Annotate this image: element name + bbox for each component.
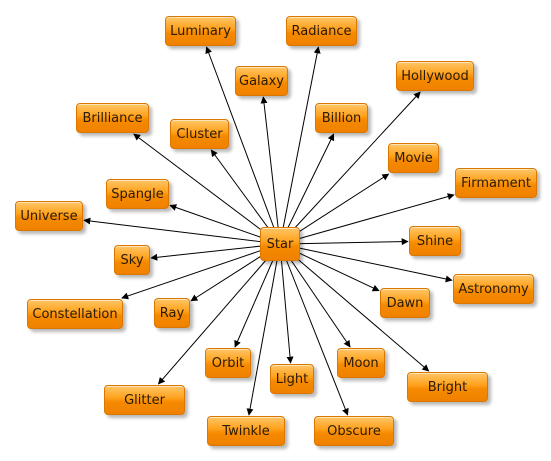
edge-star-to-firmament xyxy=(295,193,455,240)
node-orbit[interactable]: Orbit xyxy=(205,348,251,378)
node-spangle[interactable]: Spangle xyxy=(106,179,169,209)
edge-star-to-spangle xyxy=(169,204,265,239)
node-light[interactable]: Light xyxy=(270,364,314,394)
node-glitter[interactable]: Glitter xyxy=(104,385,185,415)
edge-star-to-sky xyxy=(150,245,265,261)
node-universe[interactable]: Universe xyxy=(15,201,83,231)
node-cluster[interactable]: Cluster xyxy=(170,119,229,149)
node-moon[interactable]: Moon xyxy=(337,348,385,378)
edge-star-to-glitter xyxy=(157,256,270,385)
edge-star-to-bright xyxy=(294,256,430,372)
edge-star-to-astronomy xyxy=(295,246,453,283)
node-ray[interactable]: Ray xyxy=(154,298,190,328)
node-brilliance[interactable]: Brilliance xyxy=(76,103,149,133)
node-star[interactable]: Star xyxy=(260,227,300,261)
edge-star-to-radiance xyxy=(282,46,321,232)
node-twinkle[interactable]: Twinkle xyxy=(207,416,285,446)
node-astronomy[interactable]: Astronomy xyxy=(453,274,534,304)
node-firmament[interactable]: Firmament xyxy=(455,168,537,198)
edge-star-to-universe xyxy=(83,217,265,243)
node-radiance[interactable]: Radiance xyxy=(286,16,357,46)
node-billion[interactable]: Billion xyxy=(315,103,368,133)
edge-star-to-light xyxy=(280,256,294,364)
edge-star-to-dawn xyxy=(295,251,380,292)
edge-star-to-hollywood xyxy=(291,91,421,232)
edge-star-to-twinkle xyxy=(246,256,279,416)
node-bright[interactable]: Bright xyxy=(407,372,488,402)
edge-star-to-shine xyxy=(295,238,409,246)
edge-star-to-orbit xyxy=(234,256,275,348)
node-sky[interactable]: Sky xyxy=(114,245,150,275)
edge-star-to-moon xyxy=(288,256,351,348)
edge-star-to-constellation xyxy=(121,248,265,300)
node-movie[interactable]: Movie xyxy=(388,143,439,173)
node-luminary[interactable]: Luminary xyxy=(165,16,236,46)
edge-star-to-luminary xyxy=(205,46,276,232)
edge-star-to-movie xyxy=(295,173,390,235)
node-constellation[interactable]: Constellation xyxy=(27,299,123,329)
node-hollywood[interactable]: Hollywood xyxy=(396,61,474,91)
node-galaxy[interactable]: Galaxy xyxy=(235,66,288,96)
node-obscure[interactable]: Obscure xyxy=(314,416,394,446)
edge-star-to-obscure xyxy=(284,256,349,416)
edge-star-to-billion xyxy=(285,133,335,232)
edge-star-to-brilliance xyxy=(133,133,265,233)
edge-star-to-ray xyxy=(190,253,265,302)
node-shine[interactable]: Shine xyxy=(409,226,461,256)
node-dawn[interactable]: Dawn xyxy=(380,288,430,318)
edge-star-to-galaxy xyxy=(260,96,280,232)
edge-star-to-cluster xyxy=(210,149,271,232)
